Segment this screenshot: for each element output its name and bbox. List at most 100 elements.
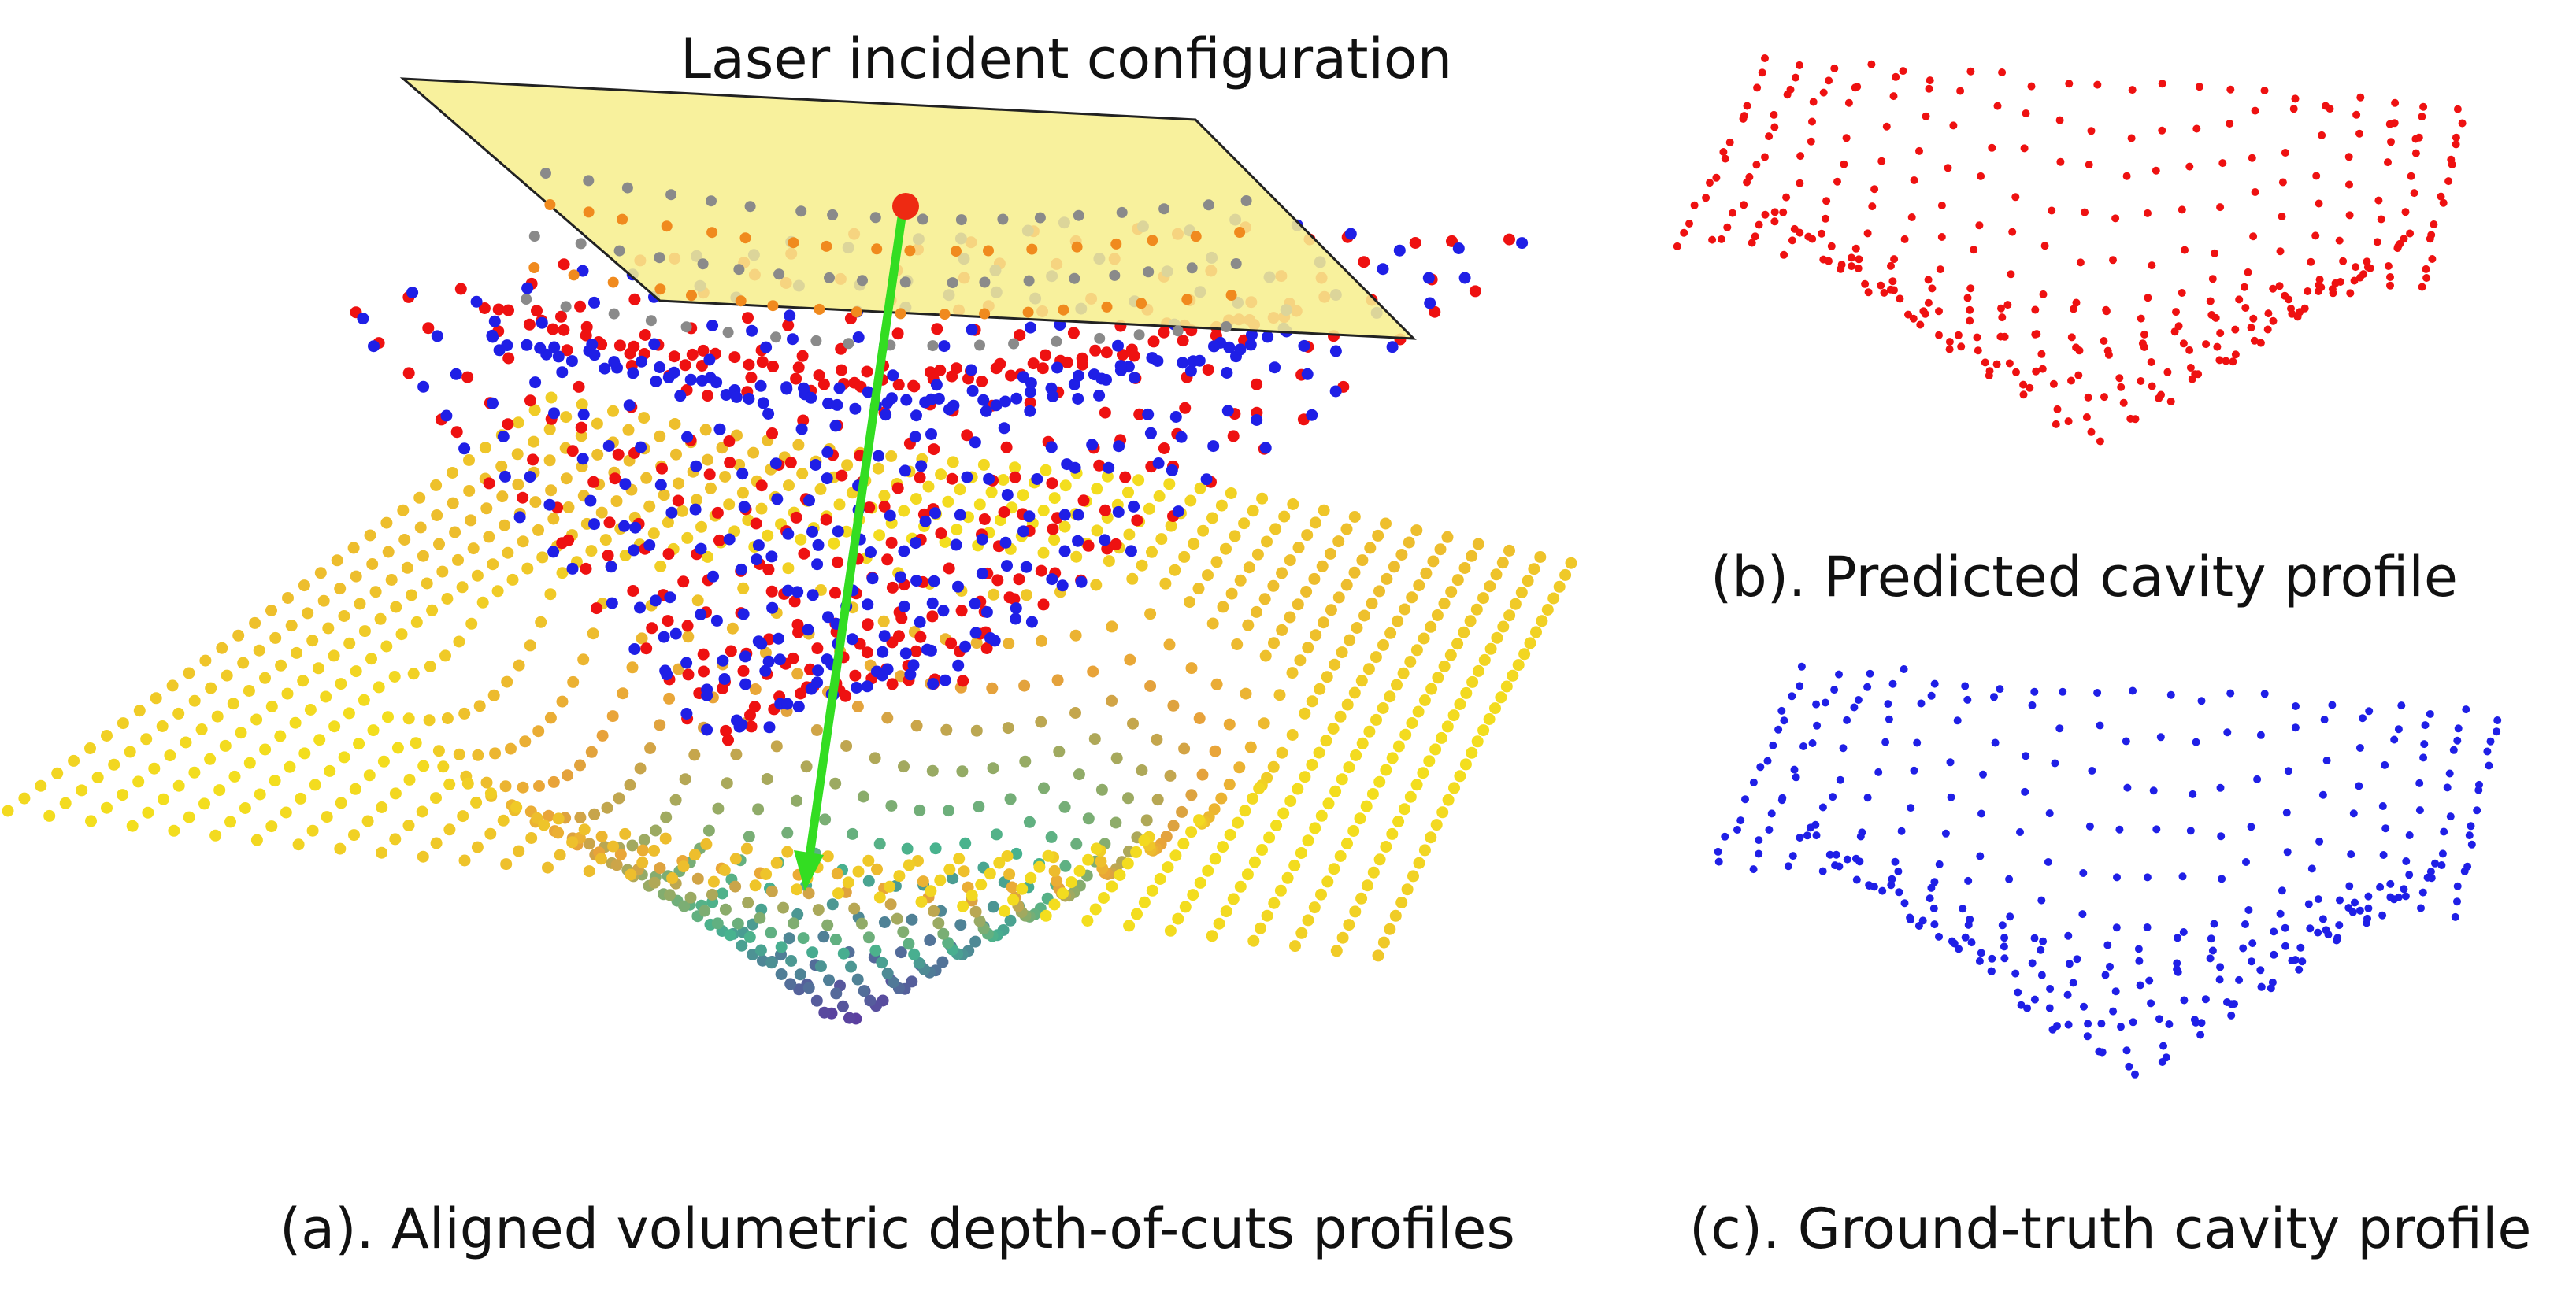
ground-truth-cavity-point [2359,714,2367,723]
surface-point [188,766,201,779]
surface-point [1091,483,1103,495]
ground-truth-cavity-point [2022,752,2030,760]
predicted-cavity-point [2458,119,2467,128]
predicted-point [1227,430,1240,442]
surface-point [1123,920,1136,932]
ground-truth-point [602,440,615,452]
surface-point [840,525,853,538]
surface-point [426,604,439,616]
predicted-cavity-point [2385,120,2394,128]
surface-point [364,529,376,542]
surface-point [1287,498,1299,510]
predicted-cavity-point [1833,177,1841,186]
surface-point [562,769,574,782]
predicted-cavity-point [2315,287,2322,295]
ground-truth-cavity-point [2351,898,2359,907]
surface-point [1090,579,1103,591]
predicted-cavity-point [1844,98,1853,107]
ground-truth-cavity-point [2284,767,2292,775]
ground-truth-point [695,608,707,620]
ground-truth-cavity-point [2318,915,2327,923]
ground-truth-point [1184,365,1197,377]
ground-truth-cavity-point [2253,775,2262,783]
ground-truth-point [1017,525,1029,538]
surface-point [1559,568,1572,581]
surface-point [1016,883,1029,895]
surface-point [1341,698,1354,711]
ground-truth-point [792,701,805,713]
surface-point [284,760,296,773]
surface-point [1025,871,1037,884]
plane-covered-points [521,168,1252,352]
ground-truth-cavity-point [2227,1011,2236,1020]
surface-point [1048,864,1061,877]
ground-truth-point [458,442,471,455]
ground-truth-point [919,515,932,527]
ground-truth-cavity-point [2281,942,2289,950]
predicted-point [957,675,969,687]
predicted-cavity-point [2020,144,2029,153]
surface-point [828,537,840,550]
predicted-cavity-point [2422,265,2430,273]
surface-point [544,588,557,601]
plane-point [528,262,540,273]
ground-truth-cavity-point [2365,707,2374,716]
predicted-point [662,548,675,561]
surface-point [533,780,545,792]
predicted-cavity-point [1944,164,1952,172]
surface-point [1136,764,1148,776]
predicted-point [627,585,639,597]
ground-truth-cavity-point [1843,855,1851,864]
surface-point [791,908,804,920]
ground-truth-cavity-point [1755,836,1763,845]
surface-point [1258,717,1270,730]
plane-point [1240,195,1252,206]
ground-truth-cavity-point [2235,975,2244,984]
predicted-point [681,620,694,632]
surface-point [407,668,420,680]
predicted-cavity-point [1998,313,2007,322]
plane-point [608,308,620,320]
surface-point [1227,893,1240,905]
ground-truth-cavity-point [2085,822,2094,831]
surface-point [1179,901,1192,913]
plane-point [1143,266,1155,278]
surface-point [1151,794,1164,806]
ground-truth-cavity-point [1964,876,1973,885]
surface-point [1210,556,1223,568]
predicted-point [788,595,801,608]
ground-truth-point [812,664,825,677]
surface-point [936,956,949,968]
ground-truth-cavity-point [1784,862,1792,871]
surface-point [417,760,430,772]
plane-point [843,338,854,350]
ground-truth-cavity-point [2129,686,2137,695]
ground-truth-point [805,391,817,404]
predicted-cavity-point [1685,220,1693,228]
surface-point [1320,735,1332,747]
surface-point [729,853,742,865]
ground-truth-cavity-point [2136,981,2144,990]
surface-point [1276,567,1288,579]
ground-truth-cavity-point [2438,849,2447,858]
ground-truth-cavity-point [1749,778,1758,786]
surface-point [1130,846,1143,858]
surface-point [659,832,672,845]
predicted-point [926,610,939,623]
ground-truth-cavity-point [2069,979,2077,987]
surface-point [576,398,588,411]
surface-point [1392,740,1405,753]
ground-truth-point [950,538,962,551]
surface-point [1232,816,1244,829]
surface-point [742,897,754,909]
predicted-point [765,585,778,598]
surface-point [705,482,717,494]
surface-point [389,833,402,846]
predicted-point [1177,335,1189,347]
surface-point [1565,557,1577,569]
surface-point [259,743,272,756]
ground-truth-cavity-point [2135,957,2144,965]
surface-point [443,778,456,790]
surface-point [1512,659,1525,672]
surface-point [1373,775,1386,788]
